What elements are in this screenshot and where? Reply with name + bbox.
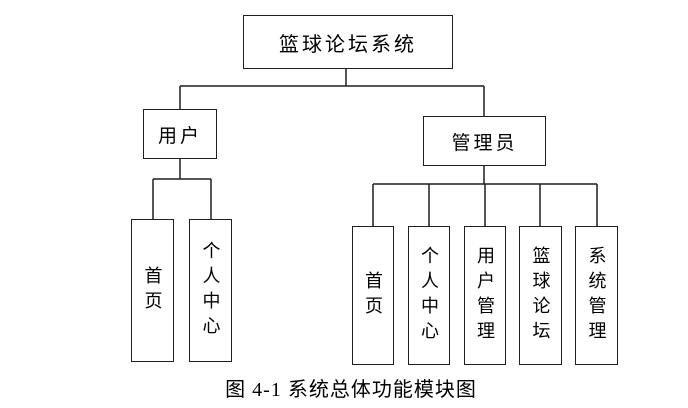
node-user: 用户	[143, 109, 217, 159]
figure-caption: 图 4-1 系统总体功能模块图	[225, 379, 477, 401]
node-user-personal-center: 个人中心	[189, 219, 232, 362]
node-user-home: 首页	[131, 219, 174, 362]
node-admin-system-management-label: 系统管理	[586, 245, 607, 346]
node-root: 篮球论坛系统	[243, 15, 453, 69]
node-admin-user-management: 用户管理	[464, 226, 506, 365]
node-admin-basketball-forum-label: 篮球论坛	[530, 245, 551, 346]
node-admin-system-management: 系统管理	[575, 226, 618, 365]
node-admin-basketball-forum: 篮球论坛	[519, 226, 562, 365]
node-root-label: 篮球论坛系统	[279, 33, 417, 56]
node-user-home-label: 首页	[142, 265, 163, 316]
node-admin-home-label: 首页	[363, 270, 383, 321]
node-admin-personal-center-label: 个人中心	[419, 245, 439, 346]
node-user-personal-center-label: 个人中心	[200, 240, 221, 341]
node-admin-personal-center: 个人中心	[408, 226, 450, 365]
node-admin-home: 首页	[352, 226, 394, 365]
node-admin-user-management-label: 用户管理	[475, 245, 495, 346]
node-admin-label: 管理员	[451, 132, 518, 154]
node-admin: 管理员	[423, 116, 546, 166]
node-user-label: 用户	[157, 125, 202, 147]
